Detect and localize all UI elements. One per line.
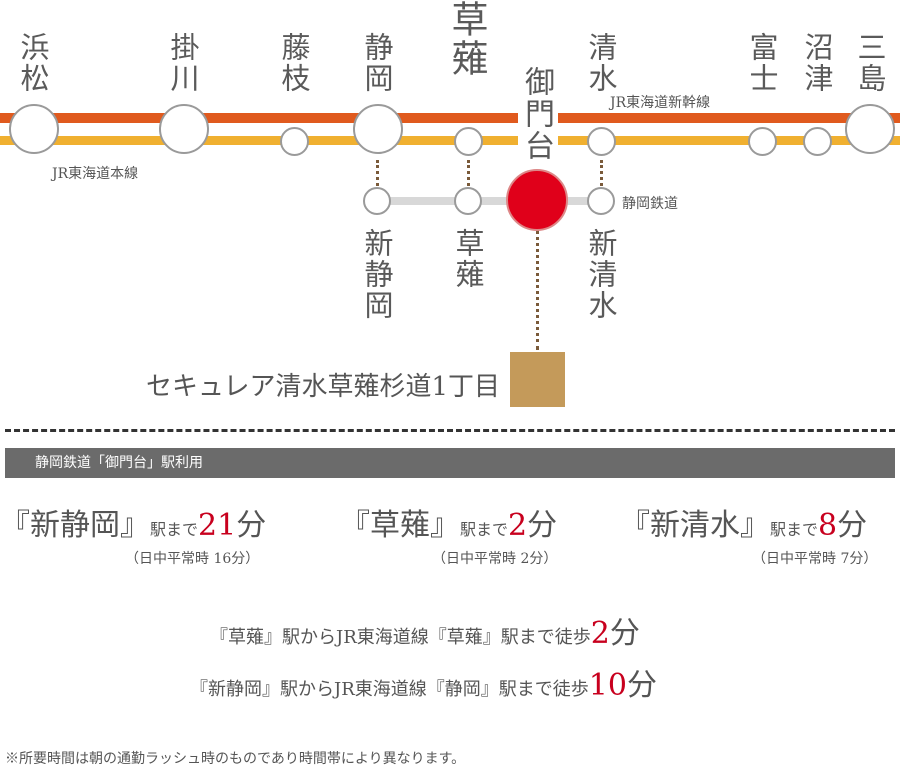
station-numazu [803, 127, 832, 156]
shinkansen-line [0, 113, 900, 123]
banner-text: 静岡鉄道「御門台」駅利用 [35, 455, 203, 471]
label-fujieda: 藤枝 [277, 32, 311, 94]
walk-kusanagi: 『草薙』駅からJR東海道線『草薙』駅まで徒歩2分 [210, 616, 640, 651]
divider [5, 429, 895, 432]
label-numazu: 沼津 [800, 32, 834, 94]
transfer-dots [467, 160, 470, 186]
label-shizutetsu-kusanagi: 草薙 [451, 228, 485, 290]
tokaido-line [0, 136, 900, 145]
label-shin-shimizu: 新清水 [584, 228, 618, 321]
station-fuji [748, 127, 777, 156]
station-mishima [845, 104, 895, 154]
property-marker [510, 352, 565, 407]
label-kusanagi: 草薙 [445, 0, 488, 78]
label-shinkansen: JR東海道新幹線 [610, 95, 711, 111]
transfer-dots [376, 160, 379, 186]
station-shin-shimizu [587, 187, 615, 215]
label-shizuoka: 静岡 [360, 32, 394, 94]
station-fujieda [280, 127, 309, 156]
station-hamamatsu [9, 104, 59, 154]
label-hamamatsu: 浜松 [16, 32, 50, 94]
label-shizutetsu: 静岡鉄道 [622, 196, 678, 212]
label-shin-shizuoka: 新静岡 [360, 228, 394, 321]
label-mishima: 三島 [853, 32, 887, 94]
station-shizuoka [353, 104, 403, 154]
label-mikadodai: 御門台 [519, 66, 554, 162]
transfer-dots [600, 160, 603, 186]
time-kusanagi: 『草薙』駅まで2分 [340, 508, 558, 543]
footnote: ※所要時間は朝の通勤ラッシュ時のものであり時間帯により異なります。 [5, 751, 466, 767]
banner: 静岡鉄道「御門台」駅利用 [5, 448, 895, 478]
station-shimizu [587, 127, 616, 156]
time-shin-shizuoka: 『新静岡』駅まで21分 [0, 508, 267, 543]
label-tokaido: JR東海道本線 [52, 166, 139, 182]
note-shin-shizuoka: （日中平常時 16分） [125, 551, 260, 567]
station-kakegawa [159, 104, 209, 154]
label-gap [518, 100, 558, 160]
property-dots [536, 230, 539, 350]
label-shimizu: 清水 [584, 32, 618, 94]
station-shizutetsu-kusanagi [454, 187, 482, 215]
note-shin-shimizu: （日中平常時 7分） [752, 551, 878, 567]
station-kusanagi [454, 127, 483, 156]
station-shin-shizuoka [363, 187, 391, 215]
time-shin-shimizu: 『新清水』駅まで8分 [620, 508, 868, 543]
note-kusanagi: （日中平常時 2分） [432, 551, 558, 567]
walk-shizuoka: 『新静岡』駅からJR東海道線『静岡』駅まで徒歩10分 [190, 668, 657, 703]
label-fuji: 富士 [745, 32, 779, 94]
label-kakegawa: 掛川 [166, 32, 200, 94]
property-name: セキュレア清水草薙杉道1丁目 [145, 372, 500, 402]
station-mikadodai-current [506, 169, 568, 231]
shizutetsu-line [377, 197, 601, 205]
